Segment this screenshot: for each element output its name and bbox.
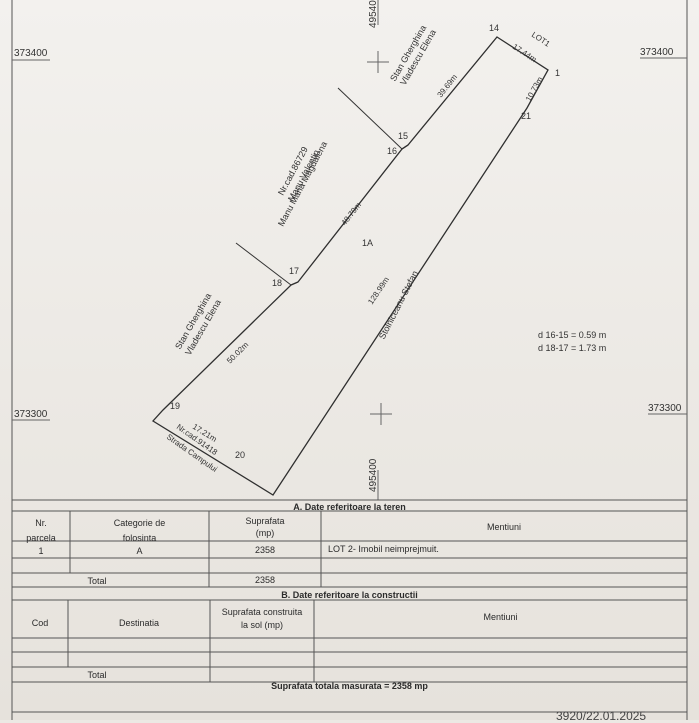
table-grid [12, 499, 687, 713]
coord-top-vertical: 49540 [368, 0, 379, 28]
point-17: 17 [289, 266, 299, 276]
coord-north-left: 373400 [14, 48, 48, 59]
distance-note-2: d 18-17 = 1.73 m [538, 343, 606, 353]
point-19: 19 [170, 401, 180, 411]
length-20-21: 128.99m [366, 275, 391, 306]
point-15: 15 [398, 131, 408, 141]
coord-north-right: 373400 [640, 47, 674, 58]
coord-bottom-vertical: 495400 [368, 458, 379, 492]
length-18-19: 50.02m [225, 340, 250, 365]
point-20: 20 [235, 450, 245, 460]
grid-cross-icon [367, 51, 389, 73]
point-14: 14 [489, 23, 499, 33]
length-1-21: 10.73m [524, 75, 545, 103]
neighbor-line [337, 87, 403, 150]
parcel-boundary [151, 36, 549, 496]
point-21: 21 [521, 111, 531, 121]
point-1: 1 [555, 68, 560, 78]
point-16: 16 [387, 146, 397, 156]
neighbor-line [235, 242, 292, 286]
coord-south-right: 373300 [648, 403, 682, 414]
boundary-16-15 [401, 144, 409, 150]
length-14-15: 39.69m [435, 72, 459, 99]
parcel-id: 1A [362, 238, 373, 248]
point-18: 18 [272, 278, 282, 288]
coord-south-left: 373300 [14, 409, 48, 420]
distance-note-1: d 16-15 = 0.59 m [538, 330, 606, 340]
grid-cross-icon [370, 403, 392, 425]
boundary-18-17 [290, 281, 299, 286]
length-16-17: 48.79m [339, 200, 363, 227]
lot-label: LOT1 [530, 30, 552, 49]
length-14-1: 17.44m [511, 42, 539, 64]
